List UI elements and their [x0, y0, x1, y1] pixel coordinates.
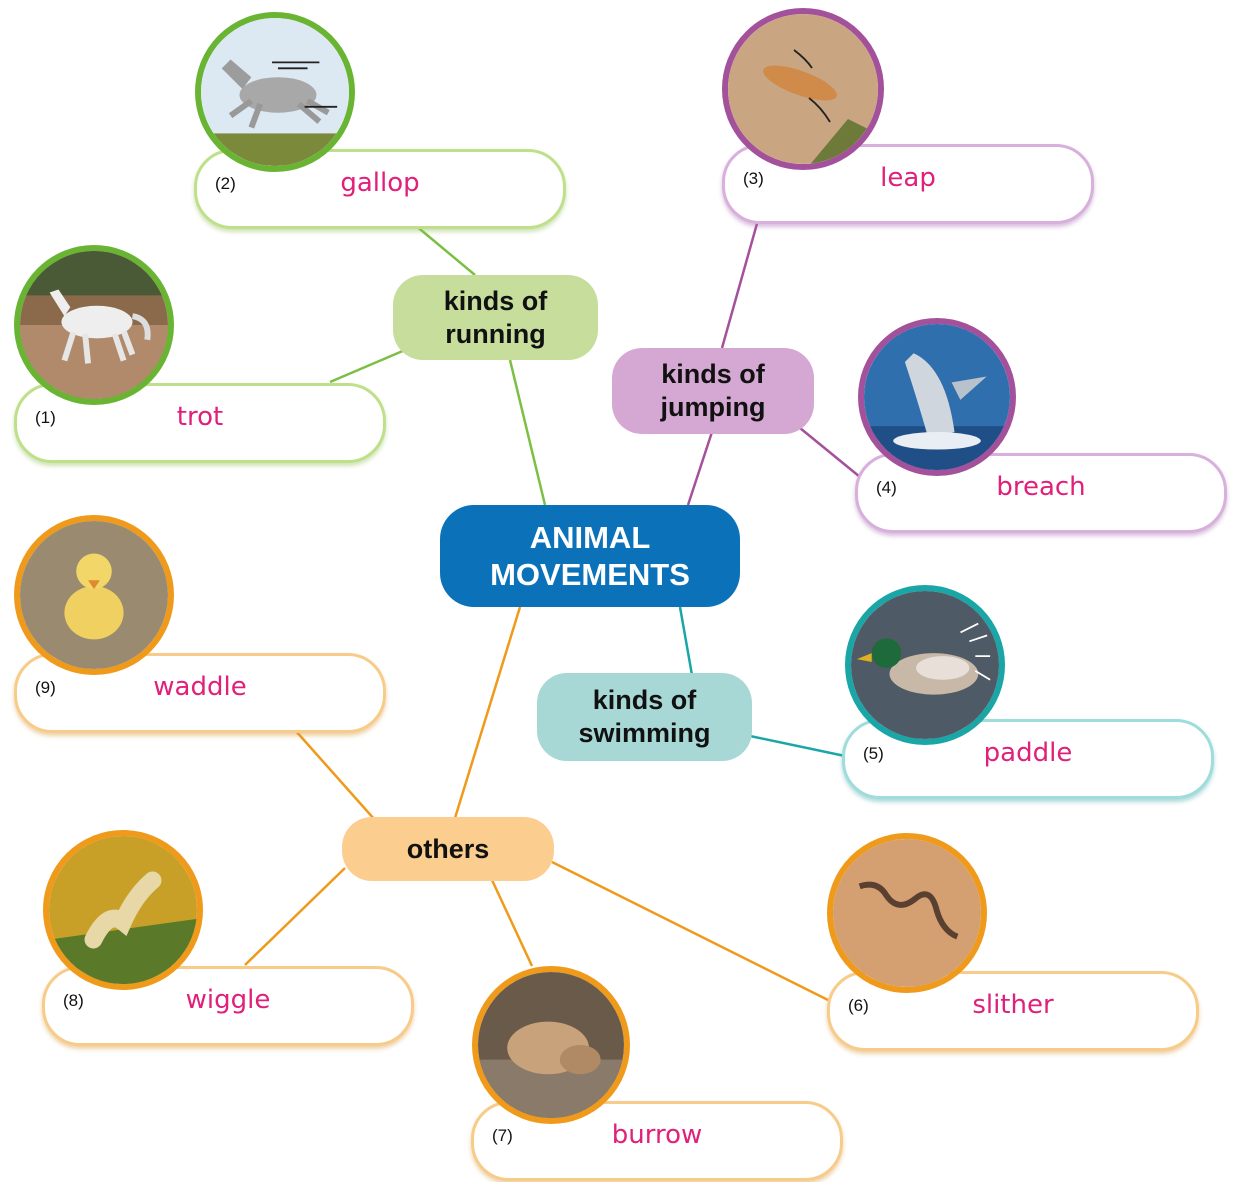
connector-others-slither [551, 860, 829, 1002]
category-swimming: kinds of swimming [537, 673, 752, 761]
card-number: (7) [492, 1126, 513, 1145]
caterpillar-wiggle-icon [43, 830, 203, 990]
connector-jumping-leap [720, 219, 760, 349]
category-jumping-label: kinds of jumping [660, 359, 766, 422]
connector-jumping-breach [799, 427, 861, 478]
category-running: kinds of running [393, 275, 598, 360]
card-number: (6) [848, 996, 869, 1015]
category-jumping: kinds of jumping [612, 348, 814, 434]
center-label: ANIMAL MOVEMENTS [490, 520, 690, 592]
category-others: others [342, 817, 554, 881]
snake-slither-icon [827, 833, 987, 993]
card-number: (3) [743, 169, 764, 188]
category-swimming-label: kinds of swimming [578, 685, 711, 748]
duckling-waddle-icon [14, 515, 174, 675]
card-wiggle: (8) wiggle [42, 966, 414, 1046]
card-number: (9) [35, 678, 56, 697]
center-node: ANIMAL MOVEMENTS [440, 505, 740, 607]
card-waddle: (9) waddle [14, 653, 386, 733]
connector-others-wiggle [244, 867, 346, 966]
card-number: (5) [863, 744, 884, 763]
connector-running-trot [329, 348, 406, 384]
answer-word: trot [176, 402, 224, 432]
connector-center-running [508, 359, 547, 506]
connector-running-gallop [414, 224, 476, 276]
answer-word: breach [996, 472, 1086, 502]
connector-swimming-paddle [749, 734, 846, 758]
connector-others-burrow [490, 879, 534, 967]
answer-word: gallop [340, 168, 420, 198]
connector-center-swimming [678, 606, 694, 676]
duck-paddle-icon [845, 585, 1005, 745]
connector-center-others [453, 606, 522, 819]
horse-gallop-icon [195, 12, 355, 172]
card-number: (8) [63, 991, 84, 1010]
answer-word: burrow [611, 1120, 703, 1150]
whale-breach-icon [858, 318, 1016, 476]
category-others-label: others [406, 833, 490, 864]
card-number: (4) [876, 478, 897, 497]
category-running-label: kinds of running [443, 285, 548, 349]
horse-trot-icon [14, 245, 174, 405]
answer-word: paddle [983, 738, 1073, 768]
answer-word: waddle [153, 672, 247, 702]
answer-word: slither [972, 990, 1054, 1020]
connector-others-waddle [294, 729, 376, 821]
connector-center-jumping [686, 431, 714, 506]
card-gallop: (2) gallop [194, 149, 566, 229]
mole-burrow-icon [472, 966, 630, 1124]
cheetah-leap-icon [722, 8, 884, 170]
card-number: (2) [215, 174, 236, 193]
card-number: (1) [35, 408, 56, 427]
answer-word: wiggle [185, 985, 271, 1015]
answer-word: leap [880, 163, 936, 193]
